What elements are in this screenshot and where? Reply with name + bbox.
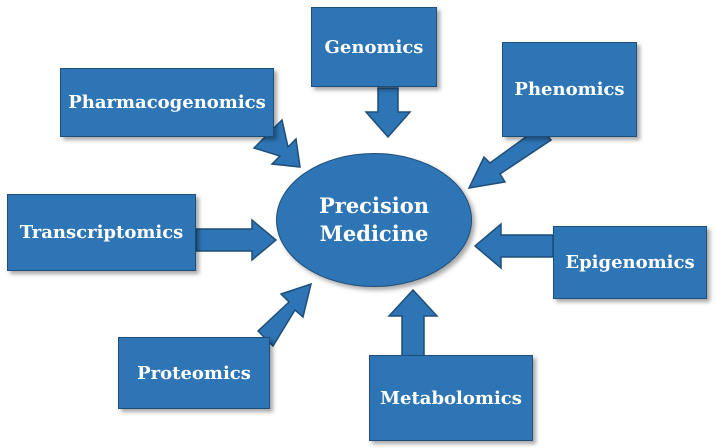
epigenomics-label: Epigenomics [565, 252, 695, 273]
arrow-metabolomics [387, 288, 439, 357]
genomics-label: Genomics [324, 36, 424, 58]
metabolomics-node: Metabolomics [369, 355, 533, 441]
arrow-epigenomics [473, 222, 554, 270]
precision-medicine-node: Precision Medicine [276, 153, 472, 287]
center-label-line1: Precision [318, 192, 430, 218]
genomics-node: Genomics [311, 7, 437, 87]
arrow-genomics [364, 87, 412, 139]
phenomics-node: Phenomics [502, 42, 637, 137]
proteomics-node: Proteomics [118, 337, 270, 409]
center-label-line2: Medicine [319, 221, 429, 246]
transcriptomics-node: Transcriptomics [7, 194, 196, 271]
pharmacogenomics-node: Pharmacogenomics [60, 68, 274, 137]
proteomics-label: Proteomics [137, 362, 251, 384]
arrow-proteomics [256, 282, 313, 348]
phenomics-label: Phenomics [514, 79, 625, 100]
pharmacogenomics-label: Pharmacogenomics [68, 92, 266, 113]
metabolomics-label: Metabolomics [380, 387, 522, 409]
arrow-pharmacogenomics [252, 118, 301, 168]
arrow-phenomics [467, 124, 553, 189]
epigenomics-node: Epigenomics [553, 226, 707, 299]
transcriptomics-label: Transcriptomics [19, 222, 184, 243]
arrow-transcriptomics [195, 218, 278, 262]
